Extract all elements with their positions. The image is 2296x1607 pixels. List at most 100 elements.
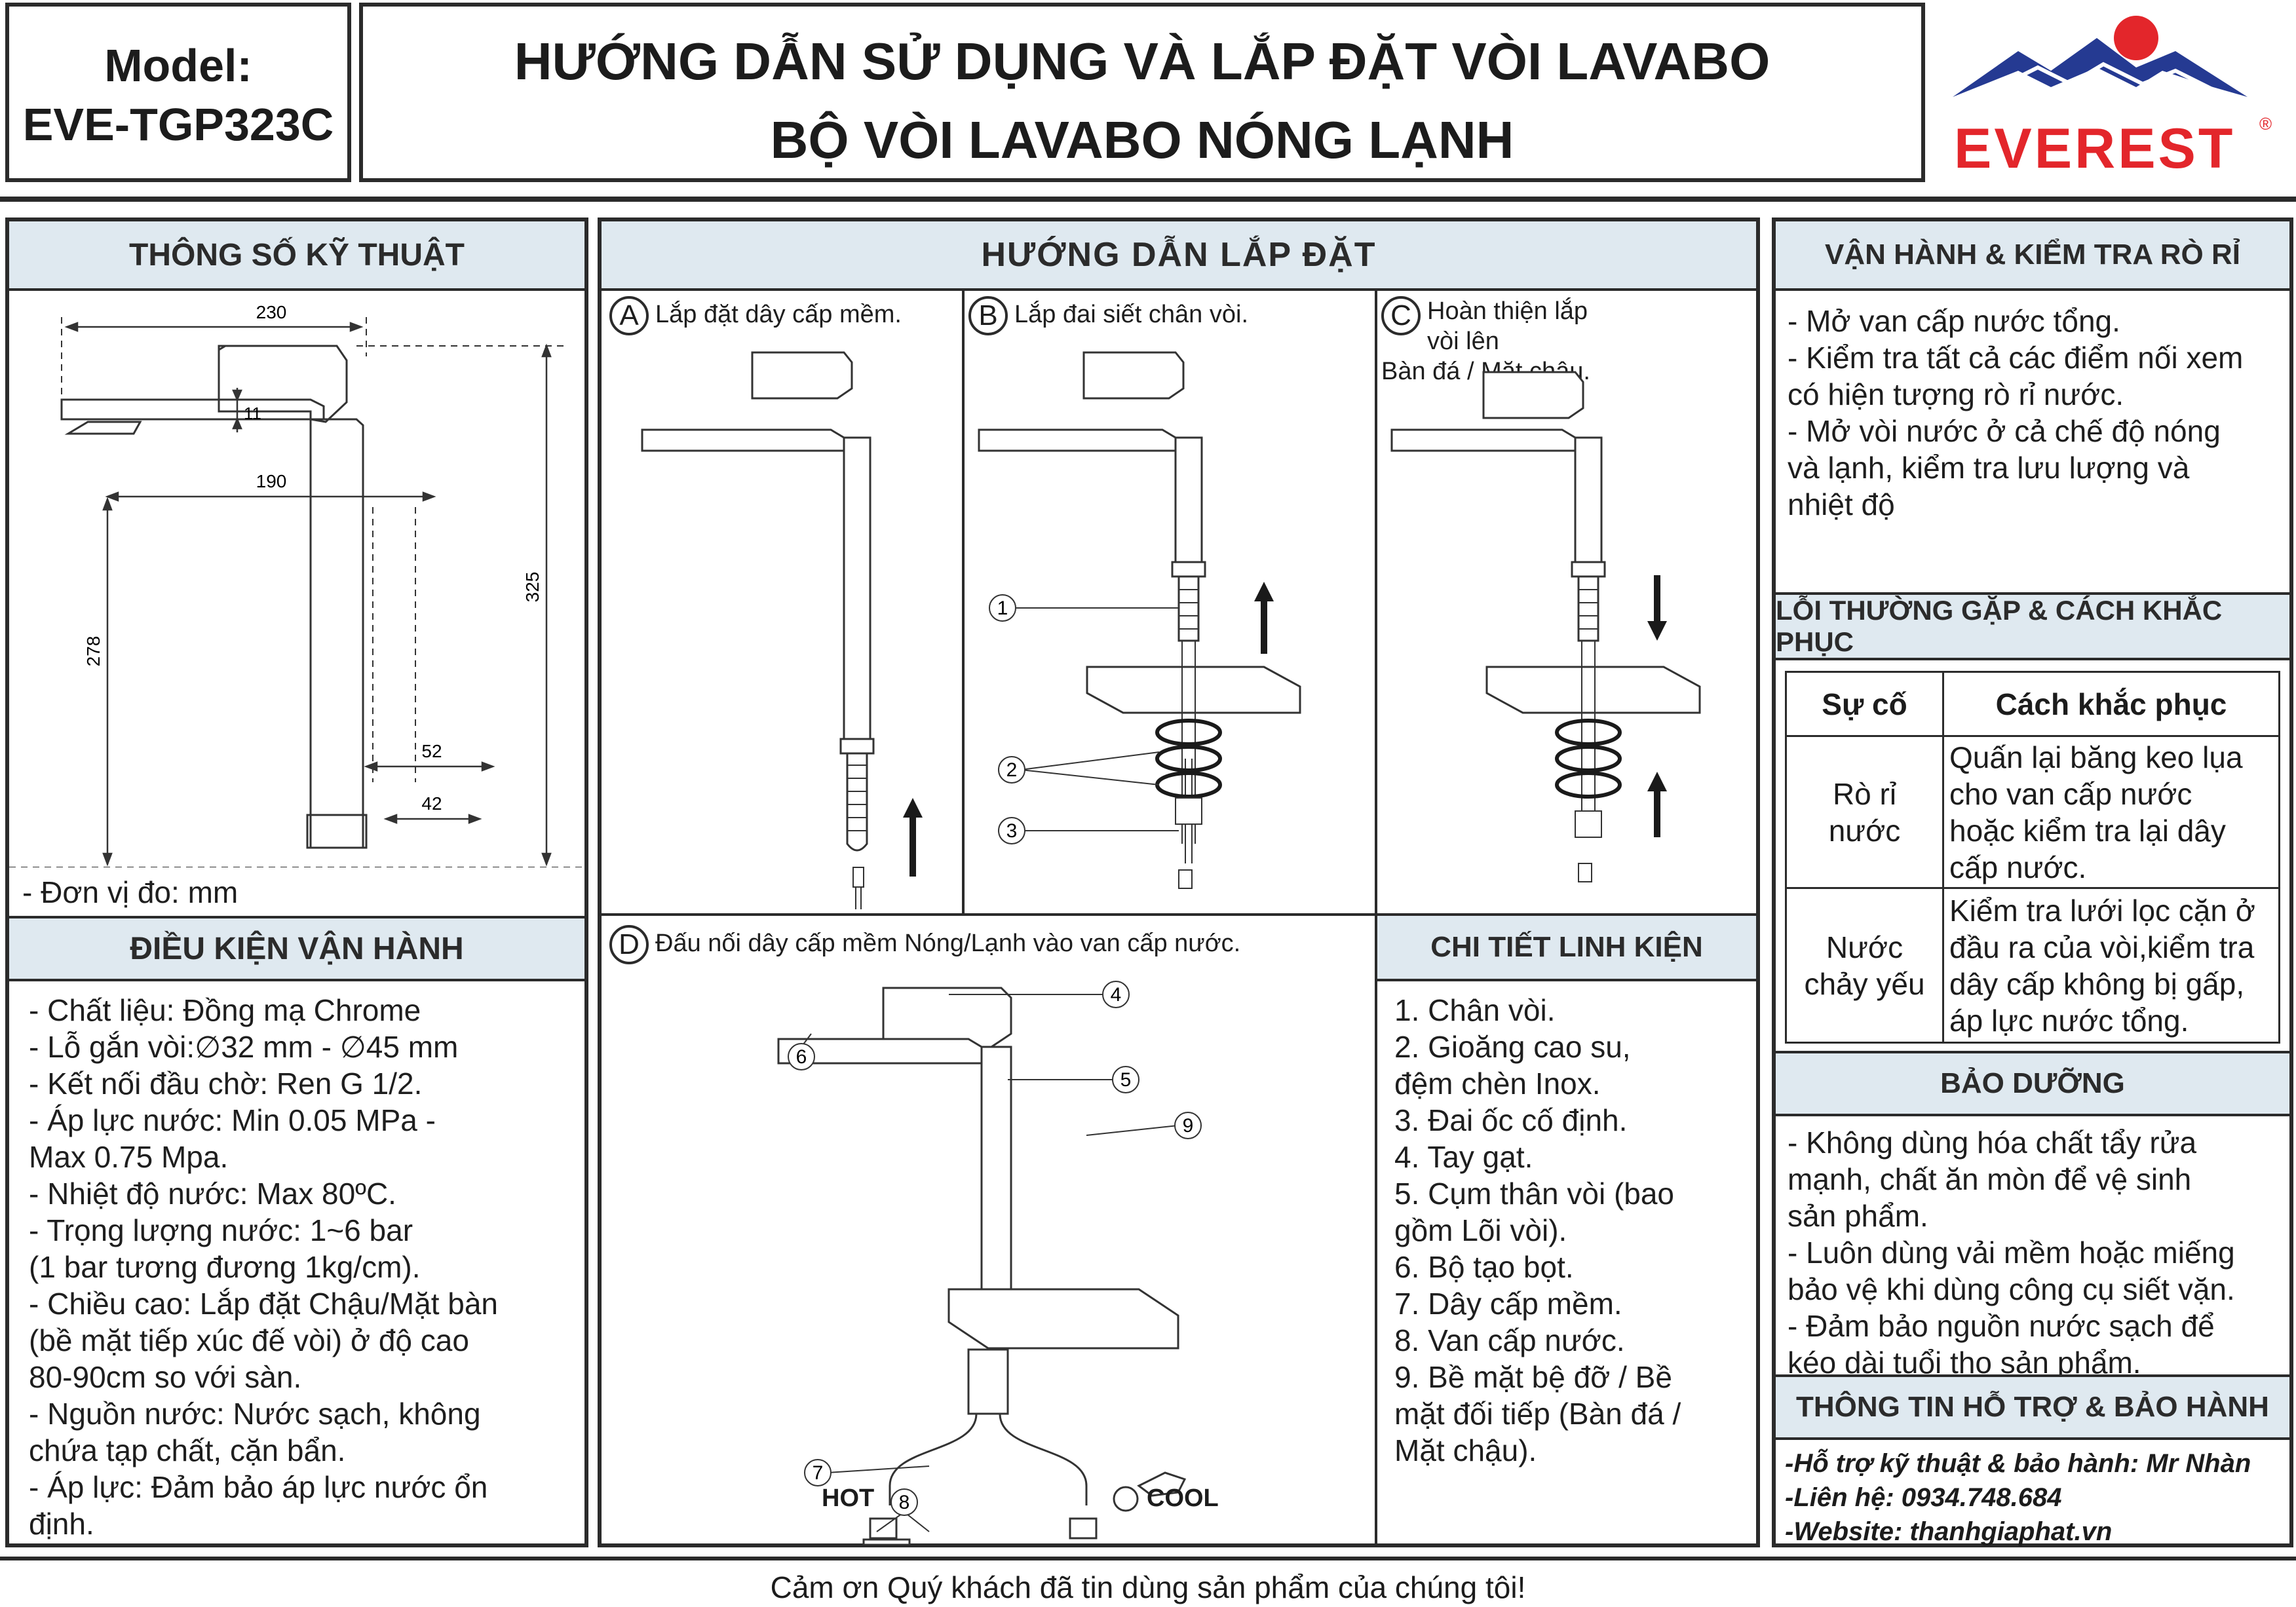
part-line: 5. Cụm thân vòi (bao (1394, 1177, 1675, 1211)
step-d-letter: D (609, 925, 649, 964)
footer-thanks: Cảm ơn Quý khách đã tin dùng sản phẩm củ… (770, 1570, 1526, 1604)
maintenance-line: kéo dài tuổi thọ sản phẩm. (1788, 1346, 2141, 1380)
condition-line: - Áp lực nước: Min 0.05 MPa - (29, 1103, 436, 1137)
col-issue: Sự cố (1785, 671, 1944, 737)
step-c-illustration (1390, 371, 1701, 882)
model-code: EVE-TGP323C (22, 99, 334, 150)
condition-line: - Chiều cao: Lắp đặt Chậu/Mặt bàn (29, 1287, 499, 1321)
maintenance-line: sản phẩm. (1788, 1199, 1928, 1233)
condition-line: - Chất liệu: Đồng mạ Chrome (29, 993, 421, 1027)
callout-4: 4 (1111, 984, 1122, 1006)
callout-5: 5 (1120, 1069, 1132, 1091)
step-a-letter: A (609, 296, 649, 335)
dim-42: 42 (421, 793, 442, 814)
operation-title: VẬN HÀNH & KIỂM TRA RÒ RỈ (1776, 221, 2289, 291)
condition-line: - Nhiệt độ nước: Max 80ºC. (29, 1177, 396, 1211)
model-label: Model: (104, 40, 252, 91)
support-title: THÔNG TIN HỖ TRỢ & BẢO HÀNH (1776, 1374, 2289, 1440)
condition-line: (bề mặt tiếp xúc đế vòi) ở độ cao (29, 1323, 469, 1357)
conditions-list: - Chất liệu: Đồng mạ Chrome - Lỗ gắn vòi… (29, 992, 498, 1542)
step-d-illustration: 4 5 6 9 7 8 (777, 981, 1202, 1545)
condition-line: Max 0.75 Mpa. (29, 1140, 229, 1174)
unit-note: - Đơn vị đo: mm (22, 875, 239, 909)
table-row: Rò rỉ nước Quấn lại băng keo lụa cho van… (1785, 735, 2280, 889)
part-line: 8. Van cấp nước. (1394, 1323, 1625, 1357)
support-line: -Website: thanhgiaphat.vn (1785, 1517, 2113, 1546)
step-d-text: Đấu nối dây cấp mềm Nóng/Lạnh vào van cấ… (655, 930, 1241, 958)
operation-line: nhiệt độ (1788, 487, 1895, 521)
condition-line: (1 bar tương đương 1kg/cm). (29, 1250, 421, 1284)
footer-divider (0, 1557, 2296, 1560)
condition-line: chứa tạp chất, cặn bẩn. (29, 1433, 346, 1467)
fix-cell: Quấn lại băng keo lụa cho van cấp nước h… (1942, 735, 2280, 889)
title-box: HƯỚNG DẪN SỬ DỤNG VÀ LẮP ĐẶT VÒI LAVABO … (359, 3, 1925, 182)
divider (1375, 291, 1377, 1543)
support-list: -Hỗ trợ kỹ thuật & bảo hành: Mr Nhàn -Li… (1785, 1446, 2251, 1549)
table-header-row: Sự cố Cách khắc phục (1785, 671, 2280, 737)
issue-cell: Rò rỉ nước (1785, 735, 1944, 889)
maintenance-list: - Không dùng hóa chất tẩy rửa mạnh, chất… (1788, 1124, 2235, 1381)
dim-325: 325 (522, 572, 543, 603)
install-title: HƯỚNG DẪN LẮP ĐẶT (602, 221, 1756, 291)
part-line: gồm Lõi vòi). (1394, 1213, 1567, 1247)
maintenance-line: - Luôn dùng vải mềm hoặc miếng (1788, 1236, 2235, 1270)
doc-title-line1: HƯỚNG DẪN SỬ DỤNG VÀ LẮP ĐẶT VÒI LAVABO (514, 32, 1770, 90)
step-c-letter: C (1381, 296, 1421, 335)
step-b-illustration: 1 2 3 (978, 351, 1301, 889)
fix-cell: Kiểm tra lưới lọc cặn ở đầu ra của vòi,k… (1942, 887, 2280, 1044)
condition-line: định. (29, 1507, 94, 1541)
maintenance-line: - Đảm bảo nguồn nước sạch để (1788, 1309, 2215, 1343)
part-line: Mặt chậu). (1394, 1433, 1537, 1467)
operation-line: - Mở van cấp nước tổng. (1788, 304, 2120, 338)
maintenance-line: - Không dùng hóa chất tẩy rửa (1788, 1125, 2197, 1160)
step-a-illustration (641, 351, 923, 909)
part-line: 6. Bộ tạo bọt. (1394, 1250, 1574, 1284)
support-line: -Liên hệ: 0934.748.684 (1785, 1483, 2062, 1512)
dim-190: 190 (256, 471, 287, 491)
operation-line: - Kiểm tra tất cả các điểm nối xem (1788, 341, 2244, 375)
part-line: đệm chèn Inox. (1394, 1067, 1601, 1101)
callout-9: 9 (1183, 1115, 1194, 1137)
maintenance-title: BẢO DƯỠNG (1776, 1051, 2289, 1116)
header-divider (0, 197, 2296, 202)
maintenance-line: mạnh, chất ăn mòn để vệ sinh (1788, 1162, 2192, 1196)
callout-7: 7 (813, 1462, 824, 1484)
mountain-logo-icon (1953, 16, 2248, 99)
specs-title: THÔNG SỐ KỸ THUẬT (9, 221, 584, 291)
table-row: Nước chảy yếu Kiểm tra lưới lọc cặn ở đầ… (1785, 887, 2280, 1044)
step-b-text: Lắp đai siết chân vòi. (1014, 301, 1249, 329)
callout-8: 8 (899, 1492, 910, 1513)
support-line: -Hỗ trợ kỹ thuật & bảo hành: Mr Nhàn (1785, 1449, 2251, 1478)
step-a-text: Lắp đặt dây cấp mềm. (655, 301, 902, 329)
brand-name: EVEREST (1954, 117, 2236, 180)
divider (602, 913, 1756, 916)
part-line: 4. Tay gạt. (1394, 1140, 1533, 1174)
issue-cell: Nước chảy yếu (1785, 887, 1944, 1044)
part-line: 7. Dây cấp mềm. (1394, 1287, 1622, 1321)
cool-label: COOL (1147, 1484, 1219, 1512)
dim-52: 52 (421, 741, 442, 761)
part-line: 3. Đai ốc cố định. (1394, 1103, 1628, 1137)
step-c-line1: Hoàn thiện lắp vòi lên (1427, 297, 1588, 355)
maintenance-line: bảo vệ khi dùng công cụ siết vặn. (1788, 1272, 2235, 1306)
step-b-letter: B (968, 296, 1008, 335)
hot-label: HOT (822, 1484, 875, 1512)
dim-11: 11 (244, 404, 261, 423)
troubleshoot-table: Sự cố Cách khắc phục Rò rỉ nước Quấn lại… (1785, 671, 2280, 1044)
part-line: 1. Chân vòi. (1394, 993, 1556, 1027)
part-line: mặt đối tiếp (Bàn đá / (1394, 1397, 1681, 1431)
troubleshoot-title: LỖI THƯỜNG GẶP & CÁCH KHẮC PHỤC (1776, 592, 2289, 660)
condition-line: 80-90cm so với sàn. (29, 1360, 302, 1394)
condition-line: - Lỗ gắn vòi:∅32 mm - ∅45 mm (29, 1030, 459, 1064)
brand-mark: ® (2259, 114, 2272, 134)
divider (962, 291, 965, 913)
parts-list: 1. Chân vòi. 2. Gioăng cao su, đệm chèn … (1394, 992, 1681, 1469)
operation-line: - Mở vòi nước ở cả chế độ nóng (1788, 414, 2221, 448)
operation-line: và lạnh, kiểm tra lưu lượng và (1788, 451, 2190, 485)
operation-line: có hiện tượng rò rỉ nước. (1788, 377, 2124, 411)
parts-title: CHI TIẾT LINH KIỆN (1377, 916, 1756, 981)
callout-2: 2 (1006, 759, 1018, 781)
